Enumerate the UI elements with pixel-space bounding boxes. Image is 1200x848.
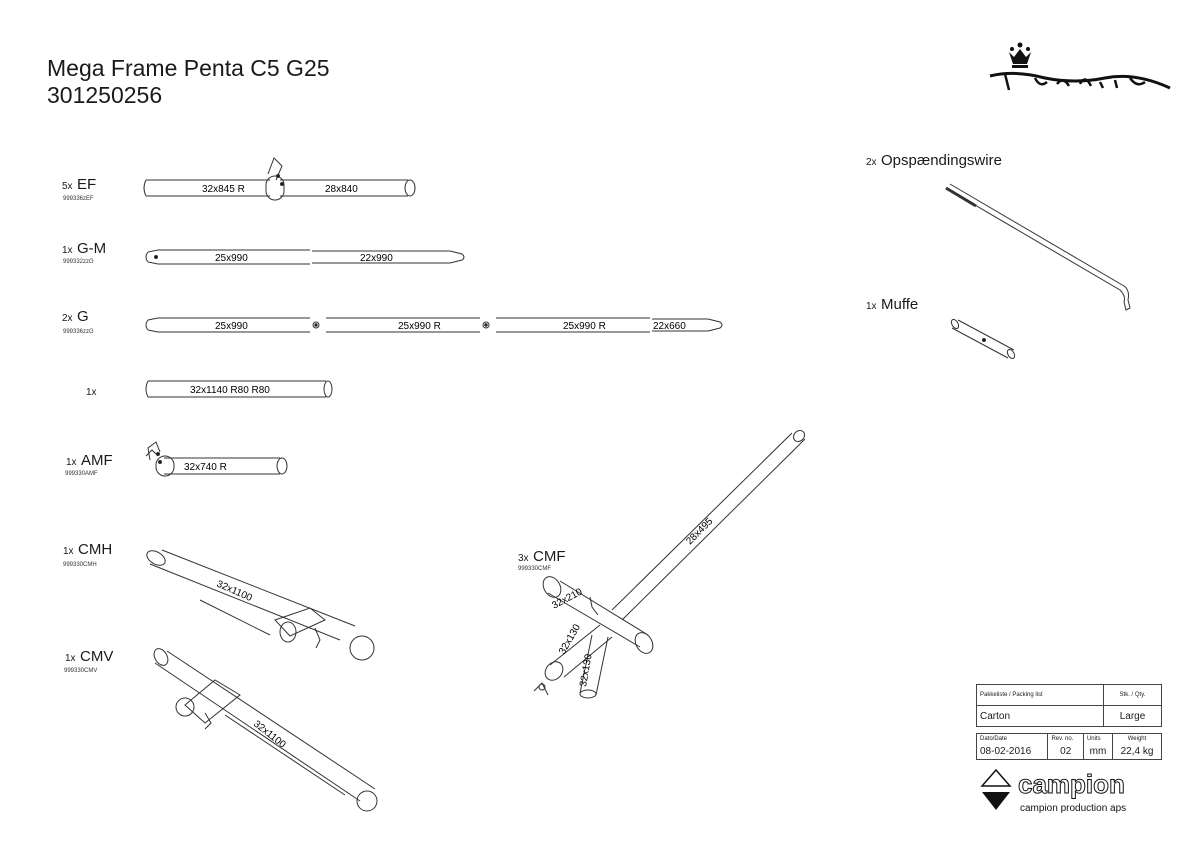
g-tube-3-label: 25x990 R: [563, 321, 606, 332]
part-code-cmh: 999330CMH: [63, 562, 97, 568]
packing-header-left: Pakkeliste / Packing list: [976, 684, 1104, 706]
weight-value: 22,4 kg: [1112, 744, 1162, 760]
cmh-tube-label: 32x1100: [215, 579, 254, 605]
packing-item: Carton: [976, 705, 1104, 727]
cmf-part-drawing: 28x495 32x210 32x130 32x130: [533, 429, 806, 699]
campion-company-name: campion production aps: [1020, 803, 1126, 814]
part-label-cmv: 1x CMV: [65, 648, 114, 665]
packing-item-qty: Large: [1103, 705, 1162, 727]
part-label-gm: 1x G-M: [62, 240, 107, 257]
cmf-tube-3-label: 32x130: [557, 622, 583, 656]
amf-tube-label: 32x740 R: [184, 462, 227, 473]
campion-logo: campion campion production aps: [980, 768, 1165, 818]
part-code-amf: 999330AMF: [65, 471, 98, 477]
cmv-part-drawing: 32x1100: [153, 648, 378, 812]
muffe-drawing: [950, 318, 1016, 360]
page-title: Mega Frame Penta C5 G25 301250256: [47, 55, 330, 109]
part-label-amf: 1x AMF: [66, 452, 113, 469]
packing-header-right: Stk. / Qty.: [1103, 684, 1162, 706]
units-value: mm: [1082, 744, 1114, 760]
gm-tube-2-label: 22x990: [360, 253, 393, 264]
campion-wordmark: campion: [1018, 769, 1125, 799]
r80-tube-drawing: 32x1140 R80 R80: [145, 380, 333, 398]
weight-label: Weight: [1112, 733, 1162, 744]
cmf-tube-2-label: 32x210: [550, 586, 585, 611]
packing-list: Pakkeliste / Packing list Stk. / Qty. Ca…: [975, 684, 1162, 760]
date-label: Dato/Date: [975, 733, 1049, 744]
part-code-g: 999336zzG: [63, 329, 94, 335]
part-code-cmv: 999330CMV: [64, 668, 98, 674]
date-value: 08-02-2016: [975, 744, 1049, 760]
g-tube-1-label: 25x990: [215, 321, 248, 332]
cmf-tube-4-label: 32x130: [578, 653, 595, 688]
part-code-ef: 999336zEF: [63, 196, 94, 202]
part-label-ef: 5x EF: [62, 176, 97, 193]
gm-tube-1-label: 25x990: [215, 253, 248, 264]
part-code-cmf: 999330CMF: [518, 566, 552, 572]
ef-tube-drawing: 32x845 R 28x840: [143, 157, 416, 201]
g-tube-2-label: 25x990 R: [398, 321, 441, 332]
part-label-r80: 1x: [86, 387, 97, 398]
rev-value: 02: [1047, 744, 1084, 760]
g-tube-drawing: 25x990 25x990 R 25x990 R 22x660: [145, 317, 723, 333]
product-title: Mega Frame Penta C5 G25: [47, 55, 330, 81]
part-label-wire: 2x Opspændingswire: [866, 152, 1002, 169]
rev-label: Rev. no.: [1047, 733, 1084, 744]
part-label-g: 2x G: [62, 308, 89, 325]
r80-tube-label: 32x1140 R80 R80: [190, 385, 270, 396]
part-label-cmf: 3x CMF: [518, 548, 566, 565]
wire-drawing: [945, 183, 1131, 311]
gm-tube-drawing: 25x990 22x990: [145, 249, 465, 265]
triangle-up-icon: [980, 768, 1012, 787]
ef-tube-1-label: 32x845 R: [202, 184, 245, 195]
part-label-muffe: 1x Muffe: [866, 296, 919, 313]
product-number: 301250256: [47, 82, 163, 108]
g-tube-4-label: 22x660: [653, 321, 686, 332]
cmh-part-drawing: 32x1100: [146, 549, 375, 661]
amf-tube-drawing: 32x740 R: [145, 441, 288, 477]
part-code-gm: 999332zzG: [63, 259, 94, 265]
isabella-logo: [985, 40, 1175, 100]
part-label-cmh: 1x CMH: [63, 541, 113, 558]
triangle-down-icon: [982, 792, 1010, 810]
cmv-tube-label: 32x1100: [251, 719, 288, 751]
ef-tube-2-label: 28x840: [325, 184, 358, 195]
units-label: Units: [1082, 733, 1114, 744]
